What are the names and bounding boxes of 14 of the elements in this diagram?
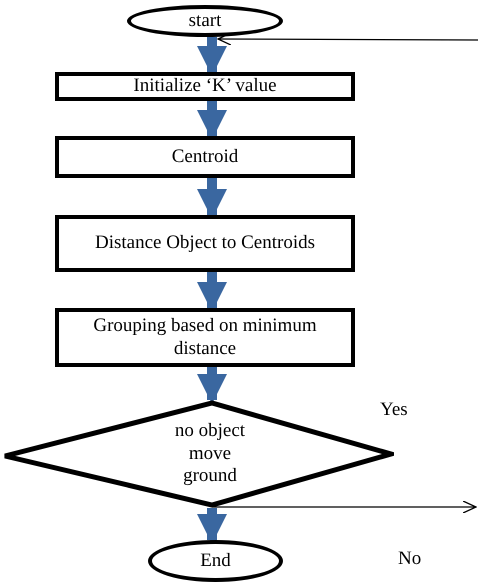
node-text: no object move ground: [174, 420, 246, 488]
arrow: [197, 367, 227, 404]
branch-label: Yes: [380, 398, 408, 422]
node-text: Grouping based on minimum distance: [92, 314, 318, 360]
process-box: [55, 72, 355, 101]
node-text: End: [200, 550, 231, 572]
process-box: [55, 136, 355, 178]
process-box: [55, 308, 355, 367]
process-box: [55, 215, 355, 272]
node-text: Distance Object to Centroids: [94, 232, 316, 255]
node-text: start: [188, 10, 222, 32]
arrow: [212, 500, 477, 514]
node-text: Initialize ‘K’ value: [133, 75, 277, 98]
node-text: Centroid: [172, 146, 238, 168]
